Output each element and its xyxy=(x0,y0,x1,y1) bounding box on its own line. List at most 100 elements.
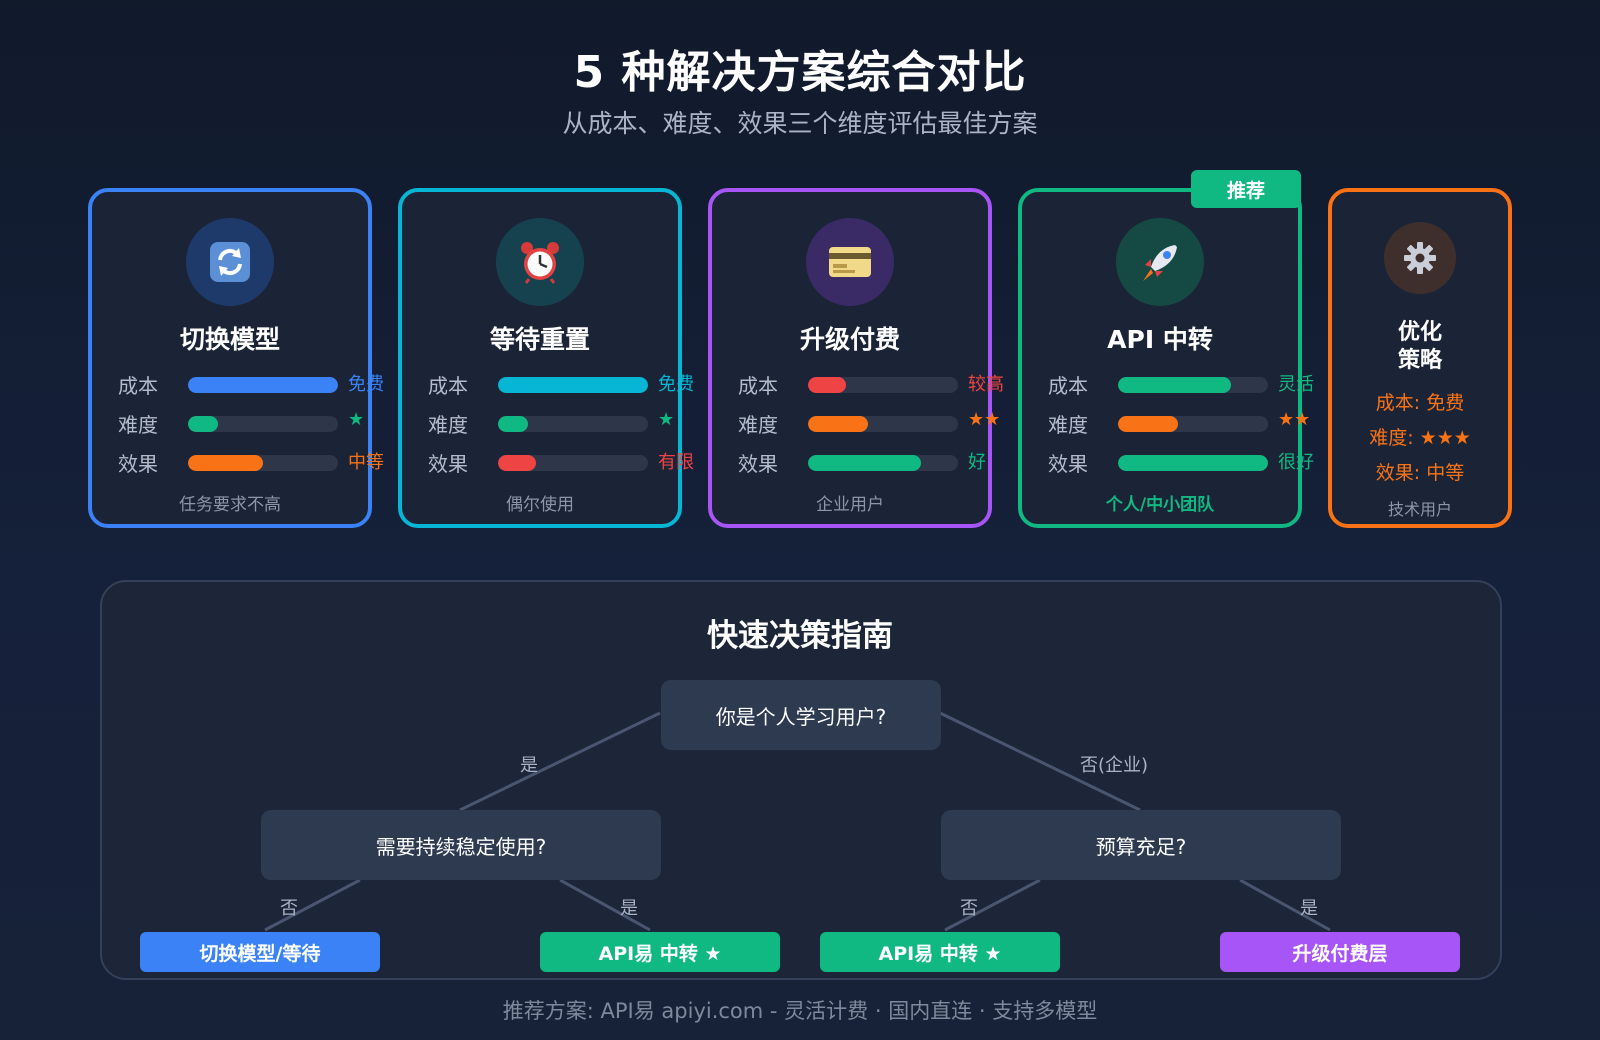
metric-bar-fill xyxy=(808,377,846,393)
metric-label: 成本 xyxy=(118,374,158,398)
metric-value: 好 xyxy=(968,452,986,473)
card-title-line2: 策略 xyxy=(1397,348,1442,373)
metric-row: 效果 很好 xyxy=(1048,446,1314,476)
card-audience-note: 企业用户 xyxy=(816,495,884,515)
solution-card-api-relay: API 中转成本 灵活难度 ★★ 效果 很好个人/中小团队 xyxy=(1018,188,1314,528)
result-api-relay: API易 中转 ★ xyxy=(820,932,1060,972)
card-title: 切换模型 xyxy=(179,325,280,354)
metric-bar-fill xyxy=(188,455,263,471)
solution-card-wait-reset: 等待重置成本 免费难度 ★ 效果 有限偶尔使用 xyxy=(398,188,694,528)
metric-value: 免费 xyxy=(658,374,694,395)
metric-bar-track xyxy=(188,416,338,432)
card-title: API 中转 xyxy=(1107,325,1213,354)
card-audience-note: 技术用户 xyxy=(1387,500,1452,519)
metric-label: 难度 xyxy=(738,413,778,437)
card-audience-note: 任务要求不高 xyxy=(179,495,281,515)
metric-row: 效果 有限 xyxy=(428,446,694,476)
metric-bar-track xyxy=(498,455,648,471)
metric-label: 效果 xyxy=(738,452,778,476)
metric-value: 较高 xyxy=(968,374,1004,395)
edge-label-no: 否 xyxy=(960,898,978,919)
page-subtitle: 从成本、难度、效果三个维度评估最佳方案 xyxy=(562,109,1038,138)
metric-bar-track xyxy=(808,377,958,393)
metric-row: 难度★ xyxy=(118,407,368,437)
metric-bar-track xyxy=(1118,377,1268,393)
right-question: 预算充足? xyxy=(941,810,1341,880)
metric-bar-fill xyxy=(498,416,528,432)
metric-label: 难度 xyxy=(428,413,468,437)
credit-card-icon xyxy=(806,218,894,306)
metric-bar-fill xyxy=(1118,416,1178,432)
metric-bar-fill xyxy=(498,455,536,471)
rocket-icon xyxy=(1116,218,1204,306)
metric-bar-fill xyxy=(188,416,218,432)
footer-recommendation: 推荐方案: API易 apiyi.com - 灵活计费 · 国内直连 · 支持多… xyxy=(502,999,1098,1023)
decision-guide-panel xyxy=(100,580,1502,980)
solution-card-switch-model: 切换模型成本 免费难度★ 效果 中等任务要求不高 xyxy=(88,188,384,528)
left-question: 需要持续稳定使用? xyxy=(261,810,661,880)
card-audience-note: 个人/中小团队 xyxy=(1105,495,1215,515)
metric-bar-track xyxy=(498,416,648,432)
result-api-relay: API易 中转 ★ xyxy=(540,932,780,972)
metric-value: 免费 xyxy=(348,374,384,395)
metric-label: 效果 xyxy=(1048,452,1088,476)
metric-label: 成本 xyxy=(1048,374,1088,398)
metric-label: 成本 xyxy=(738,374,778,398)
metric-row: 难度 ★★ xyxy=(738,407,1000,437)
edge-label-yes: 是 xyxy=(620,898,638,919)
gear-icon xyxy=(1384,222,1456,294)
metric-bar-fill xyxy=(188,377,338,393)
metric-row: 效果 好 xyxy=(738,446,988,476)
metric-bar-track xyxy=(188,377,338,393)
metric-bar-track xyxy=(1118,416,1268,432)
metric-row: 成本 较高 xyxy=(738,368,1004,398)
metric-bar-fill xyxy=(498,377,648,393)
metric-label: 成本 xyxy=(428,374,468,398)
metric-label: 难度 xyxy=(1048,413,1088,437)
decision-guide-title: 快速决策指南 xyxy=(707,618,893,654)
metric-bar-fill xyxy=(808,455,921,471)
metric-bar-track xyxy=(188,455,338,471)
metric-bar-fill xyxy=(808,416,868,432)
metric-value: ★★ xyxy=(968,409,1001,430)
recommended-badge: 推荐 xyxy=(1191,170,1301,208)
metric-bar-track xyxy=(498,377,648,393)
card-title-line1: 优化 xyxy=(1397,320,1442,345)
metric-row: 难度 ★★ xyxy=(1048,407,1310,437)
metric-bar-track xyxy=(808,416,958,432)
page-title: 5 种解决方案综合对比 xyxy=(573,47,1027,98)
metric-bar-fill xyxy=(1118,377,1231,393)
metric-value: 中等 xyxy=(348,452,384,473)
metric-value: ★★ xyxy=(1278,409,1311,430)
solution-card-upgrade-paid: 升级付费成本 较高难度 ★★ 效果 好企业用户 xyxy=(708,188,1004,528)
metric-label: 效果 xyxy=(118,452,158,476)
metric-bar-track xyxy=(808,455,958,471)
metric-label: 难度 xyxy=(118,413,158,437)
solution-card-optimize-strategy: 优化 策略 成本: 免费 难度: ★★★ 效果: 中等 技术用户 xyxy=(1328,188,1512,528)
edge-label-yes: 是 xyxy=(1300,898,1318,919)
metric-value: 很好 xyxy=(1278,452,1314,473)
metric-bar-fill xyxy=(1118,455,1268,471)
root-question: 你是个人学习用户? xyxy=(661,680,941,750)
cost-text: 成本: 免费 xyxy=(1375,392,1465,414)
result-upgrade-paid: 升级付费层 xyxy=(1220,932,1460,972)
metric-value: ★ xyxy=(658,409,675,430)
effect-text: 效果: 中等 xyxy=(1375,462,1465,484)
edge-label-no-enterprise: 否(企业) xyxy=(1080,755,1149,776)
metric-row: 成本 免费 xyxy=(428,368,694,398)
difficulty-text: 难度: ★★★ xyxy=(1369,427,1471,449)
metric-row: 成本 灵活 xyxy=(1048,368,1314,398)
result-switch-or-wait: 切换模型/等待 xyxy=(140,932,380,972)
metric-label: 效果 xyxy=(428,452,468,476)
card-title: 等待重置 xyxy=(489,325,590,354)
card-title: 升级付费 xyxy=(799,325,900,354)
card-audience-note: 偶尔使用 xyxy=(506,495,574,515)
edge-label-no: 否 xyxy=(280,898,298,919)
metric-value: 有限 xyxy=(658,452,694,473)
metric-row: 成本 免费 xyxy=(118,368,384,398)
metric-row: 难度 ★ xyxy=(428,407,678,437)
edge-label-yes: 是 xyxy=(520,755,538,776)
metric-row: 效果 中等 xyxy=(118,446,384,476)
metric-value: 灵活 xyxy=(1278,374,1314,395)
